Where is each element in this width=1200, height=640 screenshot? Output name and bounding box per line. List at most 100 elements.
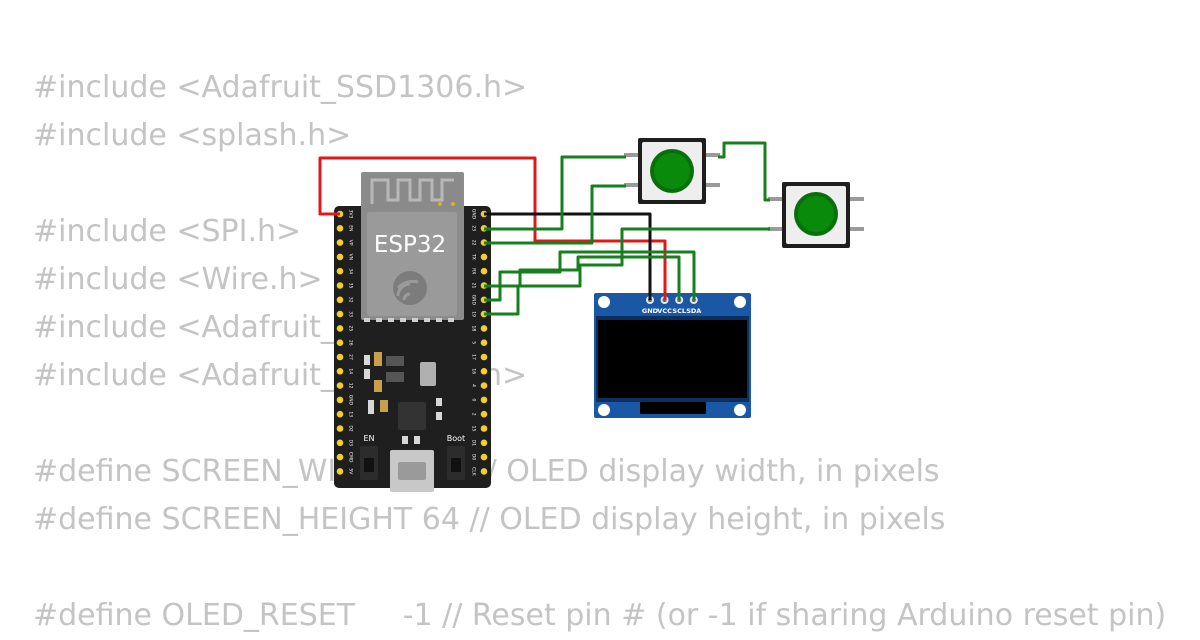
en-button[interactable]	[360, 446, 378, 480]
button-lead	[848, 197, 864, 201]
left-pin-header: 3V3ENVPVN343532332526271412GND13D2D3CMD5…	[336, 210, 354, 475]
header-pin[interactable]	[480, 368, 488, 375]
pushbutton-1[interactable]	[624, 138, 720, 204]
esp32-board[interactable]: ESP32 EN	[334, 172, 491, 492]
header-pin[interactable]	[336, 282, 344, 289]
pin-label: 17	[471, 354, 477, 360]
header-pin[interactable]	[336, 325, 344, 332]
code-background: #include <Adafruit_SSD1306.h> #include <…	[33, 64, 1166, 640]
wire-gnd[interactable]	[484, 212, 652, 300]
smd-component	[374, 352, 382, 366]
esp32-label: ESP32	[374, 232, 446, 258]
header-pin[interactable]	[336, 239, 344, 246]
header-pin[interactable]	[480, 410, 488, 418]
pin-label: EN	[348, 225, 354, 231]
mount-hole	[734, 296, 746, 308]
wire-button-link[interactable]	[718, 141, 770, 202]
pin-label: CLK	[471, 467, 477, 477]
wire-sda[interactable]	[484, 250, 696, 302]
boot-label: Boot	[447, 434, 465, 443]
header-pin[interactable]	[336, 382, 344, 389]
pin-label: 3V3	[348, 210, 354, 219]
smd-component	[402, 436, 408, 444]
pin-label: TX	[471, 253, 477, 260]
voltage-regulator	[420, 362, 436, 386]
module-pad	[448, 318, 454, 322]
pin-label: 25	[348, 326, 354, 332]
header-pin[interactable]	[336, 296, 344, 304]
header-pin[interactable]	[336, 410, 344, 418]
header-pin[interactable]	[336, 453, 344, 461]
smd-component	[380, 400, 388, 412]
usb-port[interactable]	[390, 450, 434, 492]
module-pad	[388, 318, 394, 322]
flex-cable	[640, 402, 706, 414]
boot-button[interactable]	[447, 446, 465, 480]
header-pin[interactable]	[336, 339, 344, 347]
header-pin[interactable]	[480, 453, 488, 461]
header-pin[interactable]	[480, 267, 488, 275]
pin-label: 35	[348, 283, 354, 289]
pin-label: 21	[471, 283, 477, 289]
header-pin[interactable]	[336, 225, 344, 232]
code-line: #include <Wire.h>	[33, 262, 323, 297]
header-pin[interactable]	[336, 396, 344, 404]
header-pin[interactable]	[480, 468, 488, 475]
code-line: #define SCREEN_HEIGHT 64 // OLED display…	[33, 502, 946, 537]
pin-label: 15	[471, 426, 477, 432]
module-pad	[424, 318, 430, 322]
module-pad	[400, 318, 406, 322]
code-line: #include <Adafruit_SSD1306.h>	[33, 70, 528, 105]
module-pad	[438, 202, 442, 206]
antenna-trace	[370, 178, 454, 204]
header-pin[interactable]	[336, 439, 344, 447]
wire-button1-b[interactable]	[484, 184, 626, 245]
oled-screen	[598, 320, 747, 398]
header-pin[interactable]	[336, 468, 344, 475]
pin-label: 16	[471, 368, 477, 374]
header-pin[interactable]	[480, 339, 488, 347]
header-pin[interactable]	[336, 368, 344, 375]
espressif-logo-icon	[393, 271, 427, 305]
header-pin[interactable]	[336, 310, 344, 318]
pin-label: RX	[471, 268, 477, 274]
wire-button2[interactable]	[484, 227, 770, 316]
header-pin[interactable]	[480, 439, 488, 447]
pin-label: CMD	[348, 452, 354, 463]
mount-hole	[598, 404, 610, 416]
pin-label: 5V	[348, 468, 354, 475]
header-pin[interactable]	[480, 382, 488, 389]
header-pin[interactable]	[480, 396, 488, 404]
header-pin[interactable]	[480, 353, 488, 361]
wire-vcc[interactable]	[318, 156, 667, 300]
pin-label: 19	[471, 311, 477, 317]
header-pin[interactable]	[336, 253, 344, 261]
pin-label: D2	[348, 425, 354, 431]
header-pin[interactable]	[336, 267, 344, 275]
en-label: EN	[363, 434, 374, 443]
pin-label: GND	[471, 209, 477, 220]
regulator	[386, 372, 404, 382]
pin-label: 23	[471, 225, 477, 231]
pin-label: GND	[348, 395, 354, 406]
module-pad	[451, 202, 455, 206]
button-lead	[624, 153, 640, 157]
module-pad	[412, 318, 418, 322]
header-pin[interactable]	[480, 425, 488, 432]
pin-label: 26	[348, 340, 354, 346]
header-pin[interactable]	[336, 353, 344, 361]
header-pin[interactable]	[480, 253, 488, 261]
pin-label: D1	[471, 440, 477, 446]
wire-button1-a[interactable]	[484, 155, 626, 231]
smd-component	[436, 398, 442, 406]
code-line: #include <splash.h>	[33, 118, 352, 153]
smd-component	[374, 380, 382, 392]
oled-pin-label: SDA	[686, 307, 701, 315]
header-pin[interactable]	[480, 325, 488, 332]
header-pin[interactable]	[336, 425, 344, 432]
pushbutton-2[interactable]	[768, 182, 864, 248]
mount-hole	[598, 296, 610, 308]
smd-component	[368, 400, 374, 414]
button-lead	[704, 183, 720, 187]
